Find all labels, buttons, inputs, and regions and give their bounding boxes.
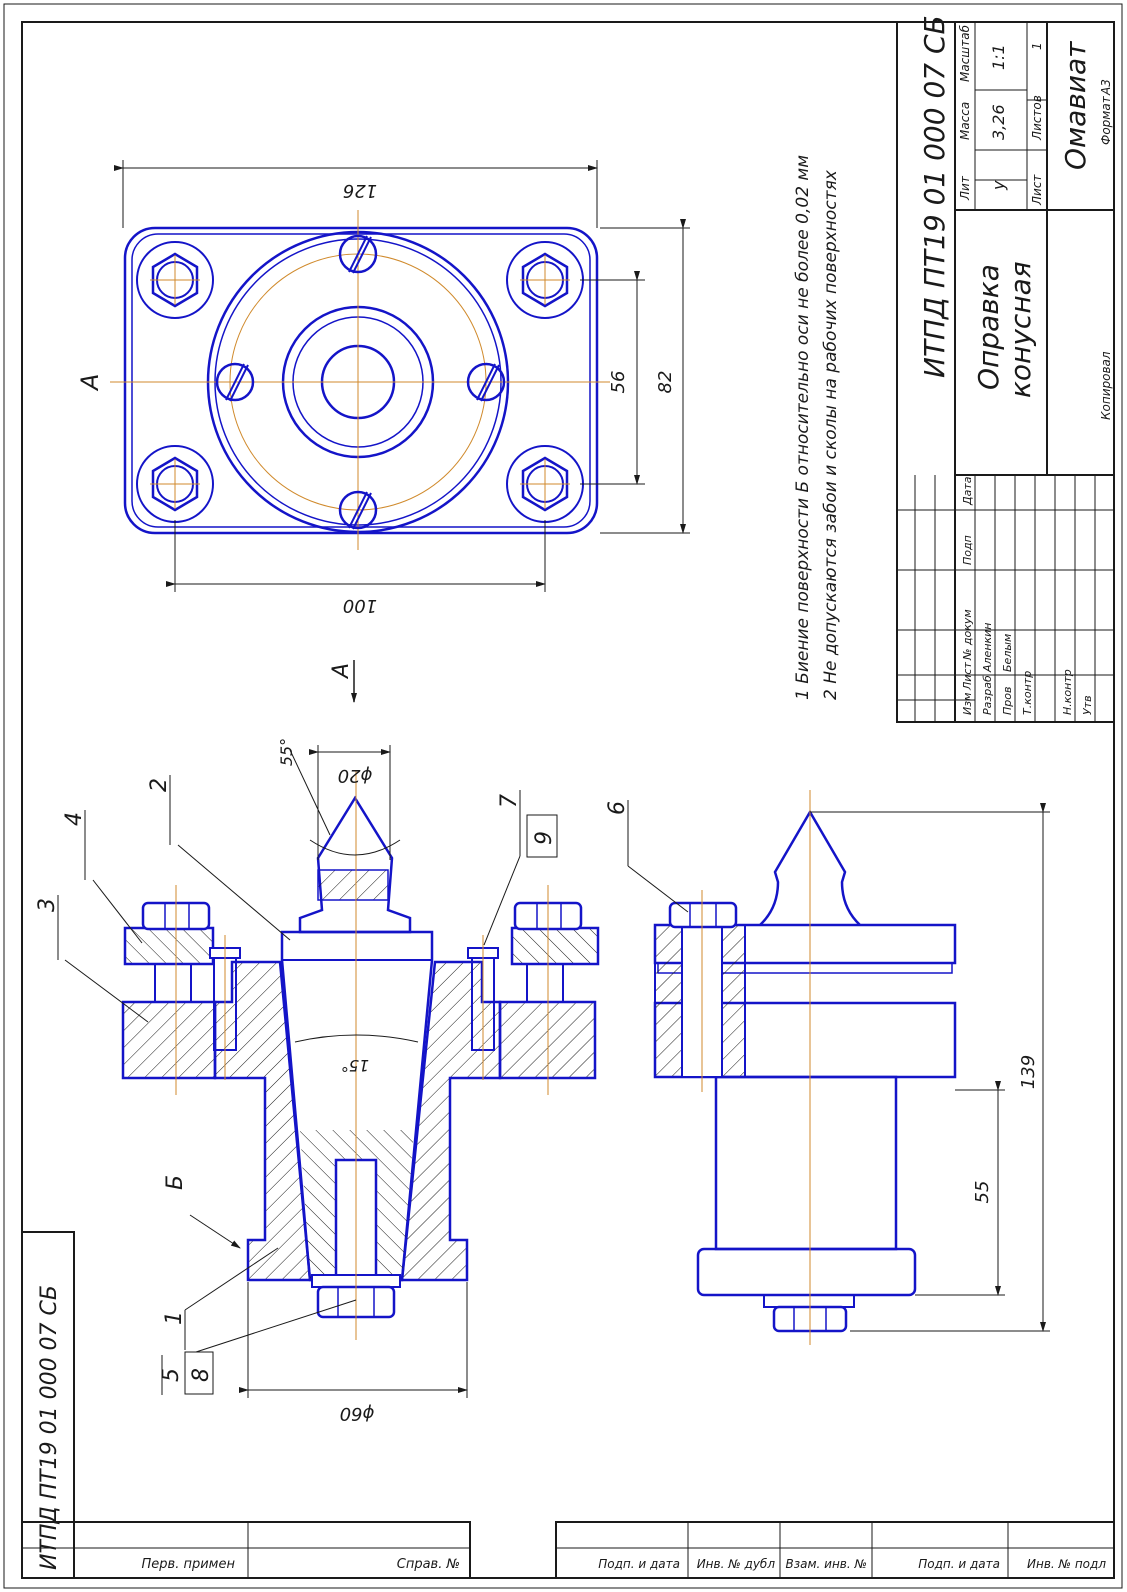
note-2: 2 Не допускаются забои и сколы на рабочи… bbox=[821, 169, 841, 700]
dim-82: 82 bbox=[655, 371, 676, 394]
arrow-a-label: А bbox=[329, 663, 354, 680]
dim-15deg: 15° bbox=[341, 1056, 369, 1075]
screw-left bbox=[215, 362, 255, 402]
copied-label: Копировал bbox=[1099, 351, 1113, 420]
stamp-row-tcontrol: Т.контр bbox=[1021, 671, 1034, 715]
bottom-strip: Перв. примен Справ. № Подп. и дата Инв. … bbox=[21, 1521, 1115, 1579]
view-a: А bbox=[76, 160, 690, 616]
callout-4: 4 bbox=[62, 812, 87, 826]
body-section-right bbox=[400, 960, 502, 1282]
bottom-label-sign-date-2: Подп. и дата bbox=[918, 1557, 1000, 1571]
dim-100: 100 bbox=[343, 595, 377, 616]
side-designation: ИТПД ПТ19 01 000 07 СБ bbox=[37, 1285, 62, 1570]
stamp-row-develop: Разраб bbox=[981, 675, 994, 715]
screw-bottom bbox=[338, 490, 378, 530]
view-a-label: А bbox=[76, 374, 104, 392]
dim-55: 55 bbox=[972, 1181, 993, 1204]
organization-text: Омавиат bbox=[1059, 41, 1092, 170]
sheet-label: Лист bbox=[1030, 174, 1044, 206]
dim-phi60: ϕ60 bbox=[340, 1403, 375, 1424]
scale-value: 1:1 bbox=[989, 44, 1008, 70]
designation-text: ИТПД ПТ19 01 000 07 СБ bbox=[918, 15, 951, 378]
part-name-line2: конусная bbox=[1004, 261, 1037, 398]
dim-139: 139 bbox=[1018, 1055, 1039, 1089]
lit-value: у bbox=[989, 180, 1008, 191]
sheets-value: 1 bbox=[1030, 42, 1044, 50]
side-base bbox=[696, 1247, 917, 1297]
callout-1: 1 bbox=[162, 1311, 187, 1325]
stamp-header-izm: Изм bbox=[961, 693, 974, 715]
view-arrow-a: А bbox=[329, 660, 357, 703]
center-tip bbox=[298, 795, 412, 934]
callout-2: 2 bbox=[147, 778, 172, 792]
bottom-label-dup-no: Инв. № дубл bbox=[697, 1557, 776, 1571]
clamp-left bbox=[123, 926, 215, 966]
section-view: ϕ20 55° 15° ϕ60 Б 4 3 2 1 5 8 7 bbox=[35, 738, 600, 1424]
corner-bolt-tr bbox=[506, 241, 584, 319]
stamp-header-sign: Подп bbox=[961, 535, 974, 565]
dim-phi20: ϕ20 bbox=[338, 765, 373, 786]
screw-top bbox=[338, 234, 378, 274]
stamp-row-ncontrol: Н.контр bbox=[1061, 669, 1074, 715]
side-strip: ИТПД ПТ19 01 000 07 СБ bbox=[21, 1231, 75, 1579]
scale-label: Масштаб bbox=[958, 24, 972, 82]
stamp-row-check: Пров bbox=[1001, 687, 1014, 715]
outer-frame bbox=[3, 3, 1123, 1589]
bottom-label-sign-date-1: Подп. и дата bbox=[598, 1557, 680, 1571]
title-block: ИТПД ПТ19 01 000 07 СБ Оправка конусная … bbox=[896, 15, 1115, 723]
callout-8: 8 bbox=[189, 1368, 214, 1382]
note-1: 1 Биение поверхности Б относительно оси … bbox=[793, 155, 813, 700]
sheets-label: Листов bbox=[1030, 95, 1044, 141]
dim-126: 126 bbox=[343, 180, 377, 201]
mass-label: Масса bbox=[958, 102, 972, 140]
bottom-label-ref-no: Справ. № bbox=[397, 1557, 460, 1572]
callout-3: 3 bbox=[35, 898, 60, 912]
side-body bbox=[714, 1075, 898, 1251]
stamp-row-develop-name: Аленкин bbox=[981, 623, 994, 674]
stamp-row-check-name: Белым bbox=[1001, 634, 1014, 672]
dim-55deg: 55° bbox=[277, 738, 296, 766]
stamp-row-approve: Утв bbox=[1081, 695, 1094, 715]
bottom-label-inv-repl: Взам. инв. № bbox=[786, 1557, 867, 1571]
base-label-b: Б bbox=[163, 1175, 188, 1190]
side-view: 139 55 6 bbox=[605, 790, 1050, 1345]
callout-6: 6 bbox=[605, 801, 630, 815]
screw-right bbox=[466, 362, 506, 402]
clamp-right bbox=[510, 926, 600, 966]
corner-bolt-bl bbox=[136, 445, 214, 523]
bottom-label-inv-orig: Инв. № подл bbox=[1027, 1557, 1106, 1571]
stamp-header-doc: № докум bbox=[961, 609, 974, 661]
stamp-header-list: Лист bbox=[961, 662, 974, 691]
callout-7: 7 bbox=[497, 794, 522, 808]
dim-56: 56 bbox=[608, 371, 629, 394]
format-value: А3 bbox=[1099, 79, 1113, 96]
callout-5: 5 bbox=[159, 1368, 184, 1382]
part-name-line1: Оправка bbox=[972, 264, 1005, 390]
technical-notes: 1 Биение поверхности Б относительно оси … bbox=[793, 155, 841, 700]
callout-9: 9 bbox=[532, 831, 557, 845]
bottom-label-first-use: Перв. примен bbox=[142, 1557, 236, 1572]
mass-value: 3,26 bbox=[989, 104, 1008, 140]
lit-label: Лит bbox=[958, 175, 972, 201]
corner-bolt-tl bbox=[136, 241, 214, 319]
format-label: Формат bbox=[1099, 95, 1113, 145]
stamp-header-date: Дата bbox=[961, 476, 974, 506]
corner-bolt-br bbox=[506, 445, 584, 523]
